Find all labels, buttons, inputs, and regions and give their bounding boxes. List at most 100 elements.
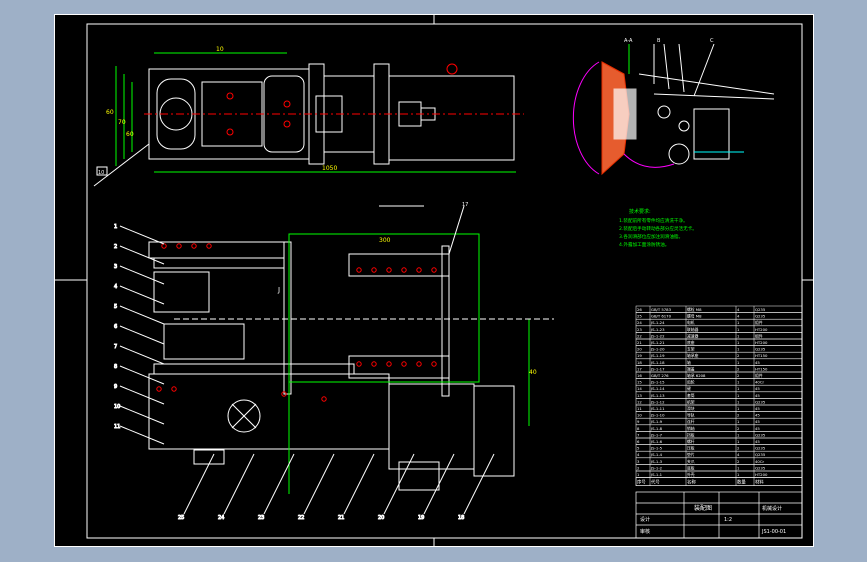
front-bolt [401,267,407,273]
parts-cell: HT200 [755,327,768,332]
front-bolt [176,243,182,249]
parts-cell: 压板 [687,446,695,451]
section-leader-4 [693,43,715,97]
dim-text-bottom: 1050 [322,165,337,172]
parts-cell: 2 [737,353,740,358]
bottom-callout-label: 24 [218,515,224,521]
parts-cell: GB/T 6170 [651,314,672,319]
bottom-callout-label: 23 [258,515,264,521]
front-bolt [206,243,212,249]
parts-cell: JS-1-15 [650,380,665,385]
parts-cell: 1 [737,380,740,385]
parts-cell: 18 [637,360,642,365]
front-bolt [386,361,392,367]
outer-border [54,14,814,547]
inner-border [86,23,803,539]
title-scale: 1:2 [724,517,732,523]
parts-cell: 联轴器 [687,327,699,332]
parts-cell: Q235 [755,307,766,312]
parts-cell: JS-1-13 [650,393,665,398]
parts-cell: 8 [637,426,640,431]
left-callout-label: 5 [114,304,117,310]
parts-cell: JS-1-8 [650,426,663,431]
parts-cell: 垫片 [687,452,695,457]
left-callout-leader [119,425,165,445]
parts-header-cell: 名称 [687,479,696,486]
parts-cell: 底板 [687,465,695,470]
left-callout-label: 10 [114,404,120,410]
parts-cell: JS-1-24 [650,320,665,325]
parts-cell: 45 [755,393,760,398]
dim-text-left-2: 70 [118,119,126,126]
parts-cell: 1 [737,432,740,437]
parts-cell: JS-1-6 [650,439,663,444]
parts-cell: 1 [737,465,740,470]
parts-cell: 22 [637,333,642,338]
dim-text-left-1: 60 [106,109,114,116]
parts-cell: Q235 [755,347,766,352]
parts-cell: GB/T 5783 [651,307,672,312]
parts-cell: 45 [755,439,760,444]
parts-cell: 螺杆 [687,439,695,444]
parts-cell: 17 [637,366,642,371]
front-top-plate-2 [153,257,285,269]
left-callout-label: 4 [114,284,117,290]
parts-cell: JS-1-20 [650,347,665,352]
parts-cell: HT200 [755,472,768,477]
title-checker: 审核 [640,528,650,535]
left-callout-leader [119,325,165,345]
front-bolt [371,267,377,273]
parts-cell: 1 [737,472,740,477]
left-callout-leader [119,285,165,305]
parts-cell: JS-1-7 [650,432,663,437]
parts-cell: 夹爪 [687,459,695,464]
parts-cell: HT150 [755,353,768,358]
front-foot [398,461,440,491]
parts-cell: 2 [737,426,740,431]
left-callout-label: 6 [114,324,117,330]
parts-cell: 轴承座 [687,353,699,358]
parts-cell: 销轴 [687,426,695,431]
parts-cell: 组件 [755,333,763,338]
front-bolt [431,267,437,273]
parts-cell: JS-1-11 [650,406,665,411]
parts-cell: 1 [737,327,740,332]
parts-cell: 导轨 [687,413,695,418]
parts-header-cell: 材料 [755,479,764,486]
parts-cell: Q235 [755,314,766,319]
left-callout-leader [119,365,165,385]
bottom-callout-label: 21 [338,515,344,521]
bottom-callout-label: 18 [458,515,464,521]
parts-cell: 端盖 [687,366,695,371]
bottom-callout-leader [263,453,295,515]
left-callout-leader [119,385,165,405]
section-arm-bottom [653,93,775,100]
parts-cell: 20 [637,347,642,352]
dim-text-left-3: 60 [126,131,134,138]
parts-cell: 减速器 [687,333,699,338]
front-upper-block [153,271,210,313]
parts-cell: 14 [637,386,642,391]
parts-cell: 齿轮 [687,380,695,385]
section-roller [668,143,690,165]
parts-cell: 25 [637,314,642,319]
parts-cell: 5 [637,446,640,451]
parts-cell: JS-1-17 [650,366,665,371]
front-bolt [156,386,162,392]
parts-cell: 螺栓 M8 [687,307,702,312]
front-bolt [356,267,362,273]
parts-cell: 13 [637,393,642,398]
parts-cell: 1 [737,320,740,325]
parts-cell: 1 [637,472,640,477]
front-bolt [371,361,377,367]
parts-cell: 外壳 [687,472,695,477]
front-leader-top [448,205,465,255]
top-bolt-1 [283,100,291,108]
front-bolt [416,361,422,367]
parts-cell: JS-1-9 [650,419,663,424]
section-insert [613,88,637,140]
parts-cell: 1 [737,360,740,365]
